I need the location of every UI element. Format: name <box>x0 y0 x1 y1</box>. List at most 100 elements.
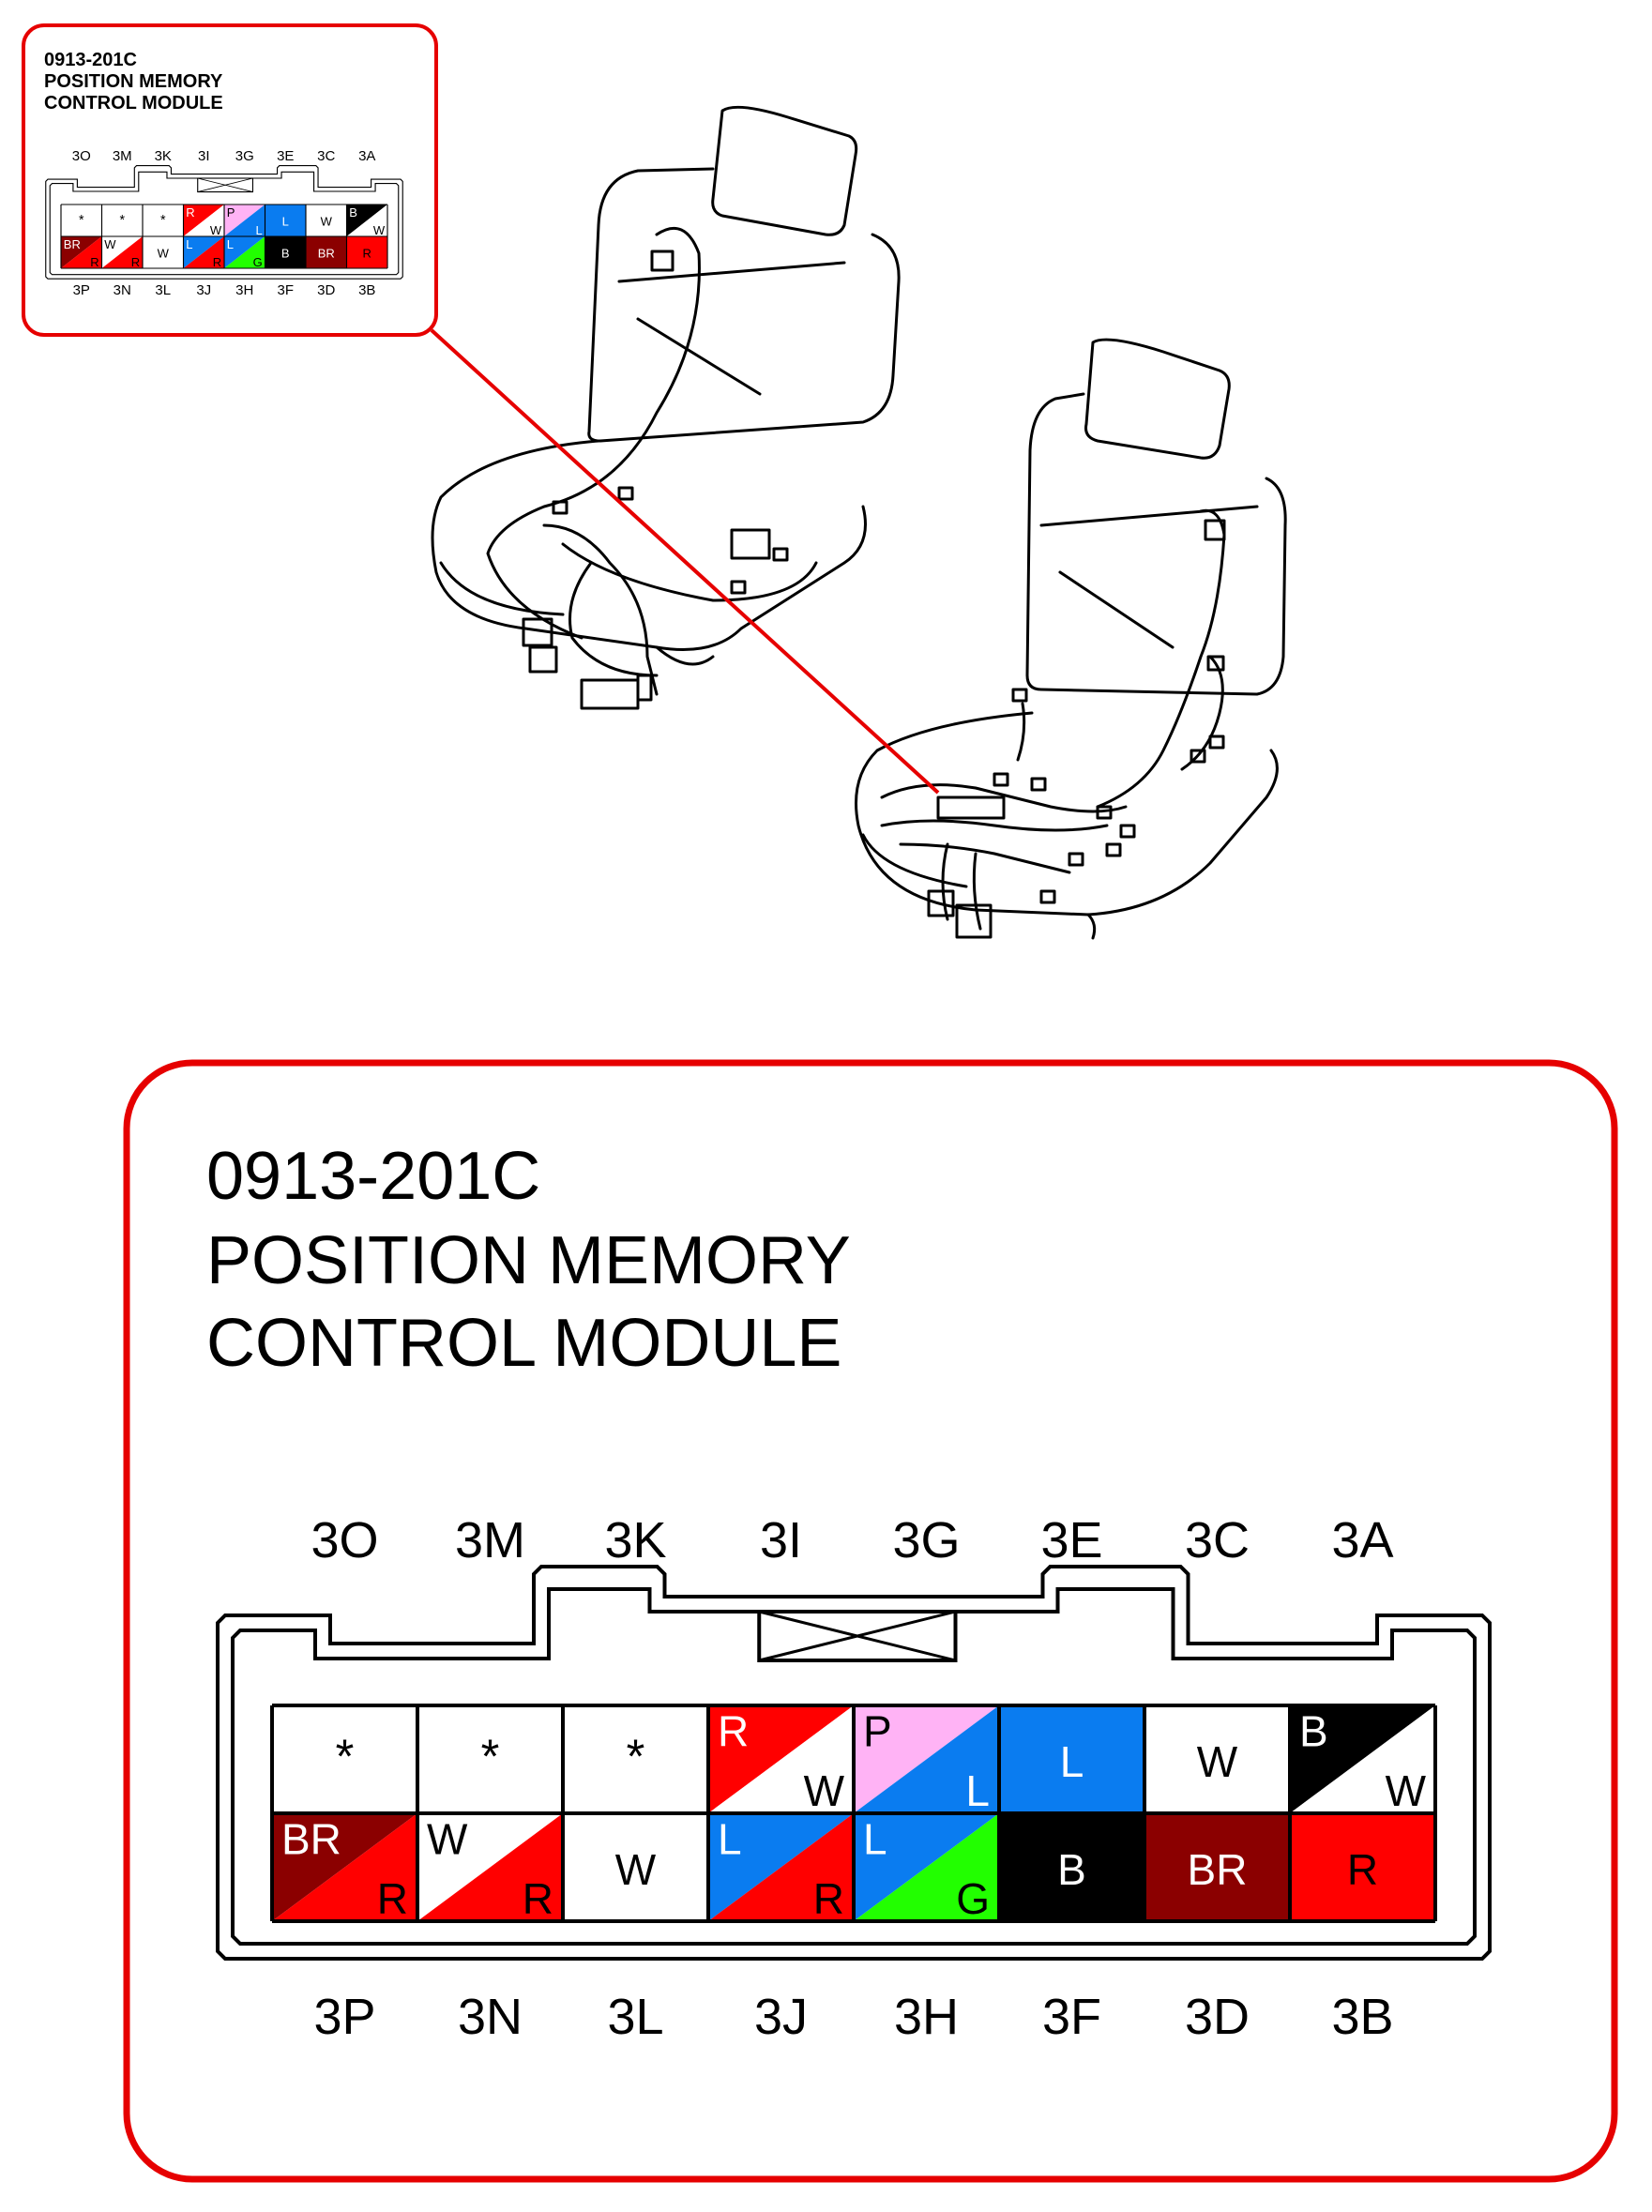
unused-pin-mark: * <box>627 1729 645 1782</box>
bottom-pin-label: 3N <box>458 1989 523 2045</box>
pin-cell-3o: * <box>272 1705 417 1813</box>
thumbnail-name-line1: POSITION MEMORY <box>44 71 223 92</box>
wire-stripe-code: R <box>131 255 140 269</box>
wire-primary-color <box>1144 1705 1290 1813</box>
pin-cell-3c: W <box>306 205 347 236</box>
pin-cell-3c: W <box>1144 1705 1290 1813</box>
connector-id: 0913-201C <box>206 1139 540 1214</box>
pin-cell-3b: R <box>346 236 387 268</box>
wire-primary-code: L <box>1060 1737 1084 1786</box>
bottom-pin-label: 3H <box>894 1989 959 2045</box>
pin-cell-3e: L <box>999 1705 1144 1813</box>
top-pin-label: 3O <box>311 1512 378 1568</box>
pin-cell-3a: BW <box>346 205 387 237</box>
top-pin-label: 3E <box>277 148 294 164</box>
wire-primary-code: P <box>227 205 235 220</box>
wire-primary-code: L <box>282 214 289 228</box>
wire-stripe-code: W <box>210 223 222 237</box>
pin-cell-3p: BR R <box>61 236 102 269</box>
wire-stripe-code: R <box>813 1874 844 1923</box>
bottom-pin-label: 3J <box>754 1989 808 2045</box>
wire-primary-code: L <box>186 237 192 251</box>
pin-cell-3d: BR <box>306 236 347 268</box>
wire-primary-code: W <box>1197 1737 1238 1786</box>
bottom-pin-label: 3F <box>277 282 294 298</box>
top-pin-label: 3K <box>155 148 172 164</box>
wire-stripe-color <box>183 236 224 268</box>
unused-pin-mark: * <box>79 213 84 228</box>
top-pin-label: 3O <box>72 148 91 164</box>
top-pin-label: 3E <box>1040 1512 1102 1568</box>
pin-cell-3h: LG <box>224 236 265 269</box>
wire-primary-color <box>1290 1813 1435 1921</box>
wire-stripe-code: G <box>956 1874 990 1923</box>
pin-cell-3m: * <box>417 1705 563 1813</box>
pin-cell-3k: * <box>563 1705 708 1813</box>
bottom-pin-label: 3B <box>358 282 375 298</box>
wire-primary-color <box>346 236 387 268</box>
wire-stripe-code: R <box>90 255 99 269</box>
bottom-pin-label: 3P <box>313 1989 375 2045</box>
unused-pin-mark: * <box>336 1729 355 1782</box>
wire-primary-code: W <box>158 246 170 260</box>
wire-stripe-color <box>224 236 265 268</box>
lock-cross-line <box>197 177 253 192</box>
lock-cross-line <box>758 1610 956 1662</box>
pin-cell-3n: WR <box>417 1813 563 1923</box>
wire-stripe-code: G <box>253 255 263 269</box>
pin-cell-3h: LG <box>854 1813 999 1923</box>
pin-cell-3l: W <box>143 236 184 268</box>
wire-primary-code: W <box>104 237 116 251</box>
wire-primary-code: L <box>863 1815 887 1864</box>
wire-primary-code: BR <box>281 1815 341 1864</box>
wire-stripe-color <box>417 1813 563 1921</box>
top-pin-label: 3K <box>604 1512 666 1568</box>
pin-cell-3n: WR <box>101 236 143 269</box>
pin-cell-3j: LR <box>183 236 224 269</box>
bottom-pin-label: 3L <box>155 282 171 298</box>
wire-primary-color <box>265 205 306 236</box>
pin-cell-bg <box>563 1705 708 1813</box>
pin-cell-3j: LR <box>708 1813 854 1923</box>
pin-cell-3g: PL <box>224 205 265 237</box>
top-pin-label: 3M <box>455 1512 525 1568</box>
pin-cell-3f: B <box>265 236 306 268</box>
pin-cell-bg <box>61 205 102 236</box>
pin-cell-3m: * <box>101 205 143 236</box>
seat-left <box>431 105 901 710</box>
wire-stripe-color <box>854 1813 999 1921</box>
connector-housing-inner <box>231 1587 1477 1946</box>
wire-primary-color <box>306 236 347 268</box>
wire-stripe-color <box>854 1705 999 1813</box>
wire-primary-code: W <box>427 1815 468 1864</box>
wire-primary-code: B <box>1299 1707 1328 1756</box>
thumbnail-name-line2: CONTROL MODULE <box>44 93 223 114</box>
wire-stripe-color <box>1290 1705 1435 1813</box>
bottom-pin-label: 3P <box>73 282 90 298</box>
wire-primary-code: B <box>1057 1845 1086 1894</box>
wire-primary-code: BR <box>1188 1845 1248 1894</box>
wire-primary-color <box>999 1705 1144 1813</box>
wire-stripe-code: W <box>804 1766 845 1815</box>
wire-primary-code: W <box>615 1845 657 1894</box>
wire-primary-color <box>143 236 184 268</box>
wire-primary-code: BR <box>64 237 81 251</box>
wire-stripe-color <box>708 1813 854 1921</box>
wire-primary-code: R <box>363 246 371 260</box>
pin-cell-bg <box>417 1705 563 1813</box>
thumbnail-connector-id: 0913-201C <box>44 50 137 70</box>
unused-pin-mark: * <box>160 213 166 228</box>
wire-stripe-code: L <box>255 223 262 237</box>
bottom-pin-label: 3L <box>607 1989 663 2045</box>
wire-stripe-code: L <box>965 1766 990 1815</box>
top-pin-label: 3G <box>235 148 254 164</box>
wire-stripe-code: W <box>1386 1766 1427 1815</box>
top-pin-label: 3I <box>760 1512 802 1568</box>
wire-primary-code: R <box>1347 1845 1378 1894</box>
wire-primary-code: BR <box>318 246 335 260</box>
